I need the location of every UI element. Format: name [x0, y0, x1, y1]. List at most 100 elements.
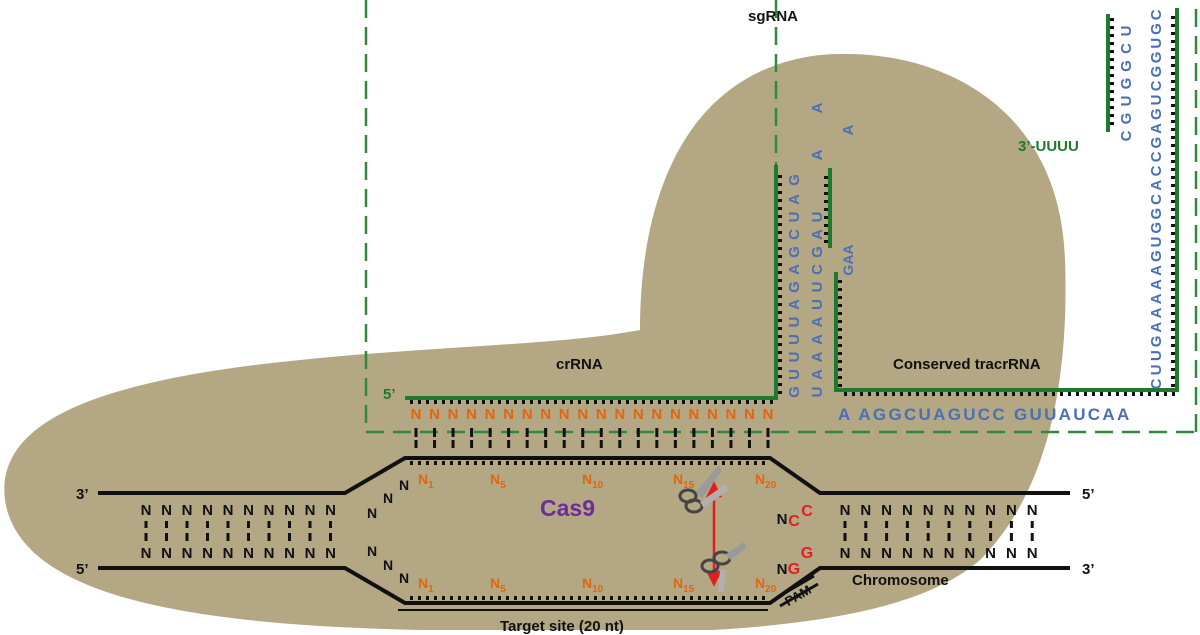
pair-bar	[433, 428, 437, 437]
rna-tick	[1052, 392, 1055, 396]
label-dna-5prime-right: 5’	[1082, 486, 1095, 503]
hairpin-outer-base: G	[1148, 336, 1165, 348]
bp-bar	[267, 533, 271, 541]
dna-tick	[706, 596, 709, 600]
dna-tick	[626, 596, 629, 600]
dna-tick	[762, 596, 765, 600]
dna-base: N	[367, 543, 377, 559]
rna-tick	[714, 400, 717, 404]
stem-inner-base: A	[809, 316, 826, 327]
rna-tick	[666, 400, 669, 404]
bp-bar	[308, 533, 312, 541]
rna-tick	[838, 376, 842, 379]
dna-tick	[594, 461, 597, 465]
hairpin-outer-base: A	[1148, 180, 1165, 191]
stem-inner-base: A	[809, 351, 826, 362]
rna-tick	[778, 279, 782, 282]
dna-tick	[714, 461, 717, 465]
bp-bar	[947, 521, 951, 528]
pair-bar	[507, 428, 511, 437]
dna-tick	[618, 461, 621, 465]
pair-bar	[488, 428, 492, 437]
dna-base: N	[161, 502, 172, 519]
dna-tick	[586, 461, 589, 465]
loop-base: A	[809, 102, 826, 113]
hairpin-outer-base: C	[1148, 80, 1165, 91]
rna-tick	[1171, 48, 1175, 51]
dna-base: N	[923, 502, 934, 519]
dna-tick	[754, 461, 757, 465]
rna-tick	[1171, 384, 1175, 387]
rna-tick	[738, 400, 741, 404]
rna-tick	[1132, 392, 1135, 396]
hairpin-outer-base: U	[1148, 350, 1165, 361]
dna-base: N	[383, 490, 393, 506]
dna-base: N	[399, 570, 409, 586]
dna-tick	[418, 461, 421, 465]
rna-tick	[1092, 392, 1095, 396]
rna-tick	[1004, 392, 1007, 396]
dna-tick	[722, 596, 725, 600]
hairpin-outer-base: U	[1148, 38, 1165, 49]
dna-base: N	[860, 545, 871, 562]
dna-tick	[426, 461, 429, 465]
dna-tick	[434, 596, 437, 600]
rna-tick	[824, 224, 828, 227]
dna-base: N	[243, 545, 254, 562]
hairpin-outer-base: A	[1148, 279, 1165, 290]
rna-tick	[924, 392, 927, 396]
hairpin-outer-base: G	[1148, 208, 1165, 220]
stem-inner-base: A	[809, 334, 826, 345]
bp-bar	[905, 521, 909, 528]
bp-bar	[905, 533, 909, 541]
rna-tick	[1171, 40, 1175, 43]
dna-tick	[610, 461, 613, 465]
pam-base: C	[788, 513, 800, 530]
rna-tick	[1171, 224, 1175, 227]
hairpin-outer-base: U	[1148, 364, 1165, 375]
dna-tick	[738, 461, 741, 465]
dna-tick	[618, 596, 621, 600]
rna-tick	[506, 400, 509, 404]
pair-bar	[766, 428, 770, 437]
bp-bar	[926, 521, 930, 528]
spacer-base: N	[540, 406, 551, 423]
spacer-base: N	[763, 406, 774, 423]
dna-tick	[474, 461, 477, 465]
pair-bar	[414, 440, 418, 448]
hairpin-outer-base: C	[1148, 165, 1165, 176]
dna-tick	[498, 596, 501, 600]
pair-bar	[544, 440, 548, 448]
rna-tick	[824, 208, 828, 211]
rna-tick	[1110, 18, 1114, 21]
dna-tick	[546, 461, 549, 465]
stem-outer-base: A	[786, 299, 803, 310]
dna-tick	[546, 596, 549, 600]
dna-tick	[610, 596, 613, 600]
dna-tick	[602, 461, 605, 465]
rna-tick	[442, 400, 445, 404]
rna-tick	[778, 263, 782, 266]
dna-base: N	[284, 502, 295, 519]
rna-tick	[824, 216, 828, 219]
bp-bar	[288, 533, 291, 541]
dna-tick	[506, 596, 509, 600]
rna-tick	[674, 400, 677, 404]
rna-tick	[1171, 240, 1175, 243]
label-5prime-crrna: 5’	[383, 386, 396, 403]
dna-base: N	[367, 505, 377, 521]
dna-tick	[674, 461, 677, 465]
dna-tick	[578, 596, 581, 600]
rna-tick	[1110, 74, 1114, 77]
rna-tick	[1171, 16, 1175, 19]
rna-tick	[778, 199, 782, 202]
rna-tick	[778, 231, 782, 234]
rna-tick	[1171, 72, 1175, 75]
hairpin-inner-base: U	[1118, 96, 1135, 107]
dna-base: N	[399, 477, 409, 493]
rna-tick	[1060, 392, 1063, 396]
pair-bar	[747, 428, 751, 437]
pam-base: G	[801, 545, 813, 562]
rna-tick	[1140, 392, 1143, 396]
dna-tick	[538, 461, 541, 465]
